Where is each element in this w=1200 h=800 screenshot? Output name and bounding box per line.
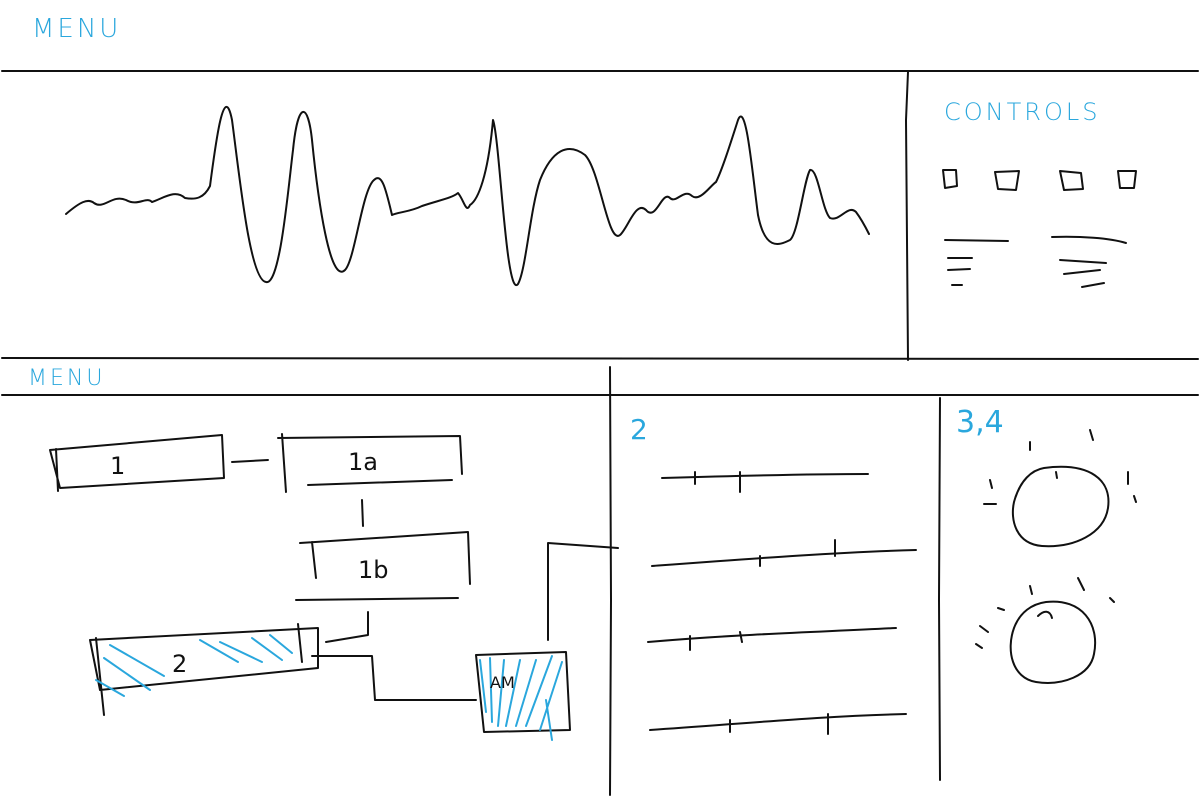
node-1a-label: 1a [348, 448, 378, 476]
slider-3[interactable] [647, 627, 897, 651]
knobs-title: 3,4 [956, 405, 1004, 440]
node-1a-box[interactable] [277, 433, 463, 493]
control-button-4[interactable] [1117, 170, 1137, 189]
node-1b-box[interactable] [295, 531, 471, 601]
control-button-2[interactable] [994, 170, 1020, 191]
link-2-am [311, 655, 477, 701]
bottom-menu-label[interactable]: MENU [28, 366, 106, 391]
knob-2[interactable] [975, 577, 1115, 684]
control-list-left[interactable] [944, 239, 1009, 286]
node-am-label: AM [490, 673, 515, 692]
sliders-title: 2 [630, 413, 648, 446]
node-1-label: 1 [110, 452, 126, 480]
bottom-col2-separator [938, 397, 941, 781]
node-am-hatch [479, 655, 563, 741]
link-am-panel2 [547, 542, 619, 641]
node-2-hatch [95, 634, 293, 697]
controls-title: CONTROLS [944, 98, 1101, 126]
bottom-menu-divider [1, 393, 1199, 397]
node-2-box[interactable] [89, 623, 319, 716]
top-menu-label[interactable]: MENU [32, 14, 122, 44]
link-1-1a [231, 459, 269, 463]
slider-1[interactable] [661, 471, 869, 493]
control-list-right[interactable] [1051, 235, 1127, 288]
node-am-box[interactable] [475, 651, 571, 733]
node-1b-label: 1b [358, 556, 389, 584]
waveform-display [65, 105, 870, 286]
control-button-1[interactable] [942, 169, 958, 189]
slider-4[interactable] [649, 713, 907, 735]
controls-separator [905, 71, 909, 361]
top-divider [1, 69, 1199, 73]
control-button-3[interactable] [1059, 170, 1084, 191]
link-1b-2 [325, 611, 369, 643]
node-1-box[interactable] [49, 434, 225, 492]
link-1a-1b [361, 499, 364, 527]
knob-1[interactable] [983, 429, 1137, 548]
node-2-label: 2 [172, 650, 188, 678]
bottom-col1-separator [609, 366, 612, 796]
middle-divider [1, 357, 1199, 360]
slider-2[interactable] [651, 539, 917, 567]
